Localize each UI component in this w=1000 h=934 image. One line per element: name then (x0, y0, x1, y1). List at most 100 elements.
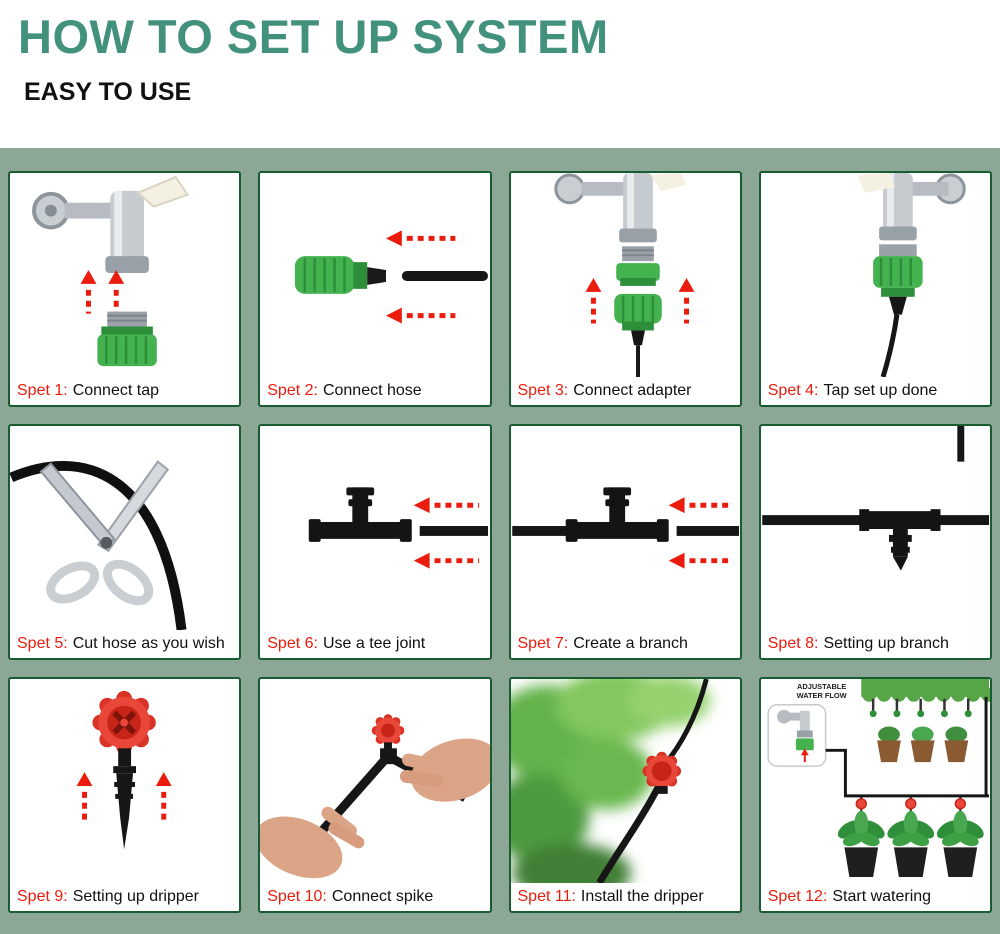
tee-joint-icon (565, 487, 669, 542)
step-3-illustration (511, 173, 740, 377)
step-label: Spet 6: (267, 635, 318, 653)
step-4-illustration (761, 173, 990, 377)
faucet-icon (553, 173, 687, 243)
step-label: Spet 7: (517, 635, 569, 653)
quick-connector-icon (295, 256, 387, 294)
step-label: Spet 1: (17, 382, 68, 400)
hand-icon (400, 738, 490, 802)
step-text: Cut hose as you wish (72, 635, 225, 653)
potted-plant-icon (887, 810, 934, 878)
tap-inset (767, 704, 827, 767)
step-5-illustration (10, 426, 239, 630)
red-arrow-up-icon (80, 270, 97, 314)
tap-connector-icon (97, 311, 157, 367)
step-text: Setting up branch (823, 635, 949, 653)
step-card-8: Spet 8:Setting up branch (758, 424, 992, 660)
step-card-7: Spet 7:Create a branch (508, 424, 742, 660)
step-7-illustration (511, 426, 740, 630)
red-arrow-up-icon (155, 772, 172, 820)
tee-branch-icon (511, 487, 739, 569)
step-1-illustration (10, 173, 239, 377)
assembled-tap-icon (857, 173, 966, 377)
step-9-illustration (10, 679, 239, 883)
step-caption: Spet 2:Connect hose (267, 382, 487, 400)
riser-tube (957, 426, 965, 462)
step-text: Install the dripper (580, 888, 704, 906)
step-label: Spet 10: (267, 888, 327, 906)
step-label: Spet 8: (767, 635, 819, 653)
tap-adapter-icon (553, 173, 694, 377)
page-subtitle: EASY TO USE (24, 78, 192, 107)
spike-icon (113, 748, 137, 850)
tee-joint-icon (859, 509, 941, 571)
hedge (861, 679, 990, 702)
step-text: Connect adapter (573, 382, 692, 400)
step-text: Create a branch (573, 635, 688, 653)
step-caption: Spet 12:Start watering (768, 888, 988, 906)
red-arrow-left-icon (386, 307, 456, 324)
faucet-icon (857, 173, 966, 241)
step-card-12: ADJUSTABLE WATER FLOW (758, 677, 992, 913)
step-caption: Spet 8:Setting up branch (768, 635, 988, 653)
step-card-2: Spet 2:Connect hose (258, 171, 492, 407)
step-11-illustration (510, 679, 740, 883)
step-10-illustration (260, 679, 490, 883)
scissors-hose-icon (10, 460, 187, 630)
step-card-5: Spet 5:Cut hose as you wish (8, 424, 242, 660)
step-caption: Spet 4:Tap set up done (768, 382, 988, 400)
red-arrow-left-icon (413, 552, 480, 569)
scissors-icon (39, 460, 170, 606)
step-card-9: Spet 9:Setting up dripper (8, 677, 242, 913)
step-label: Spet 3: (517, 382, 569, 400)
dripper-icon (641, 751, 681, 794)
step-card-11: Spet 11:Install the dripper (508, 677, 742, 913)
step-caption: Spet 10:Connect spike (267, 888, 487, 906)
dripper-spike-icon (76, 690, 172, 850)
step-label: Spet 12: (767, 888, 828, 906)
step-text: Connect hose (322, 382, 422, 400)
step-text: Start watering (832, 888, 932, 906)
step-2-illustration (260, 173, 489, 377)
hose-line (676, 526, 739, 536)
red-arrow-up-icon (76, 772, 93, 820)
step-text: Connect tap (72, 382, 159, 400)
red-arrow-left-icon (668, 552, 732, 569)
step-text: Tap set up done (823, 382, 938, 400)
step-text: Setting up dripper (72, 888, 200, 906)
step-8-illustration (761, 426, 990, 630)
step-caption: Spet 11:Install the dripper (518, 888, 738, 906)
header: HOW TO SET UP SYSTEM EASY TO USE (0, 0, 1000, 148)
quick-connector-icon (613, 293, 662, 377)
step-caption: Spet 6:Use a tee joint (267, 635, 487, 653)
planter-row (876, 726, 968, 763)
hose-line (880, 314, 900, 377)
branch-installed-icon (761, 426, 989, 571)
hand-icon (260, 806, 365, 879)
step-label: Spet 2: (267, 382, 318, 400)
step-text: Use a tee joint (322, 635, 426, 653)
tee-joint-icon (309, 487, 413, 542)
step-caption: Spet 7:Create a branch (518, 635, 738, 653)
step-6-illustration (260, 426, 489, 630)
step-label: Spet 4: (767, 382, 819, 400)
step-caption: Spet 5:Cut hose as you wish (17, 635, 237, 653)
hose-line (402, 271, 489, 281)
tap-connector-icon (872, 244, 923, 315)
faucet-icon (32, 175, 190, 274)
red-arrow-left-icon (386, 230, 456, 247)
step-label: Spet 11: (517, 888, 576, 906)
step-caption: Spet 3:Connect adapter (518, 382, 738, 400)
page-title: HOW TO SET UP SYSTEM (18, 10, 609, 63)
steps-grid: Spet 1:Connect tap (0, 148, 1000, 934)
step-card-4: Spet 4:Tap set up done (758, 171, 992, 407)
step-card-1: Spet 1:Connect tap (8, 171, 242, 407)
step-card-6: Spet 6:Use a tee joint (258, 424, 492, 660)
step-text: Connect spike (331, 888, 434, 906)
hands-spike-icon (260, 714, 490, 879)
step-card-3: Spet 3:Connect adapter (508, 171, 742, 407)
dripper-icon (855, 798, 966, 810)
dripper-icon (92, 690, 156, 755)
potted-plant-icon (837, 810, 885, 878)
red-arrow-up-icon (108, 270, 125, 314)
